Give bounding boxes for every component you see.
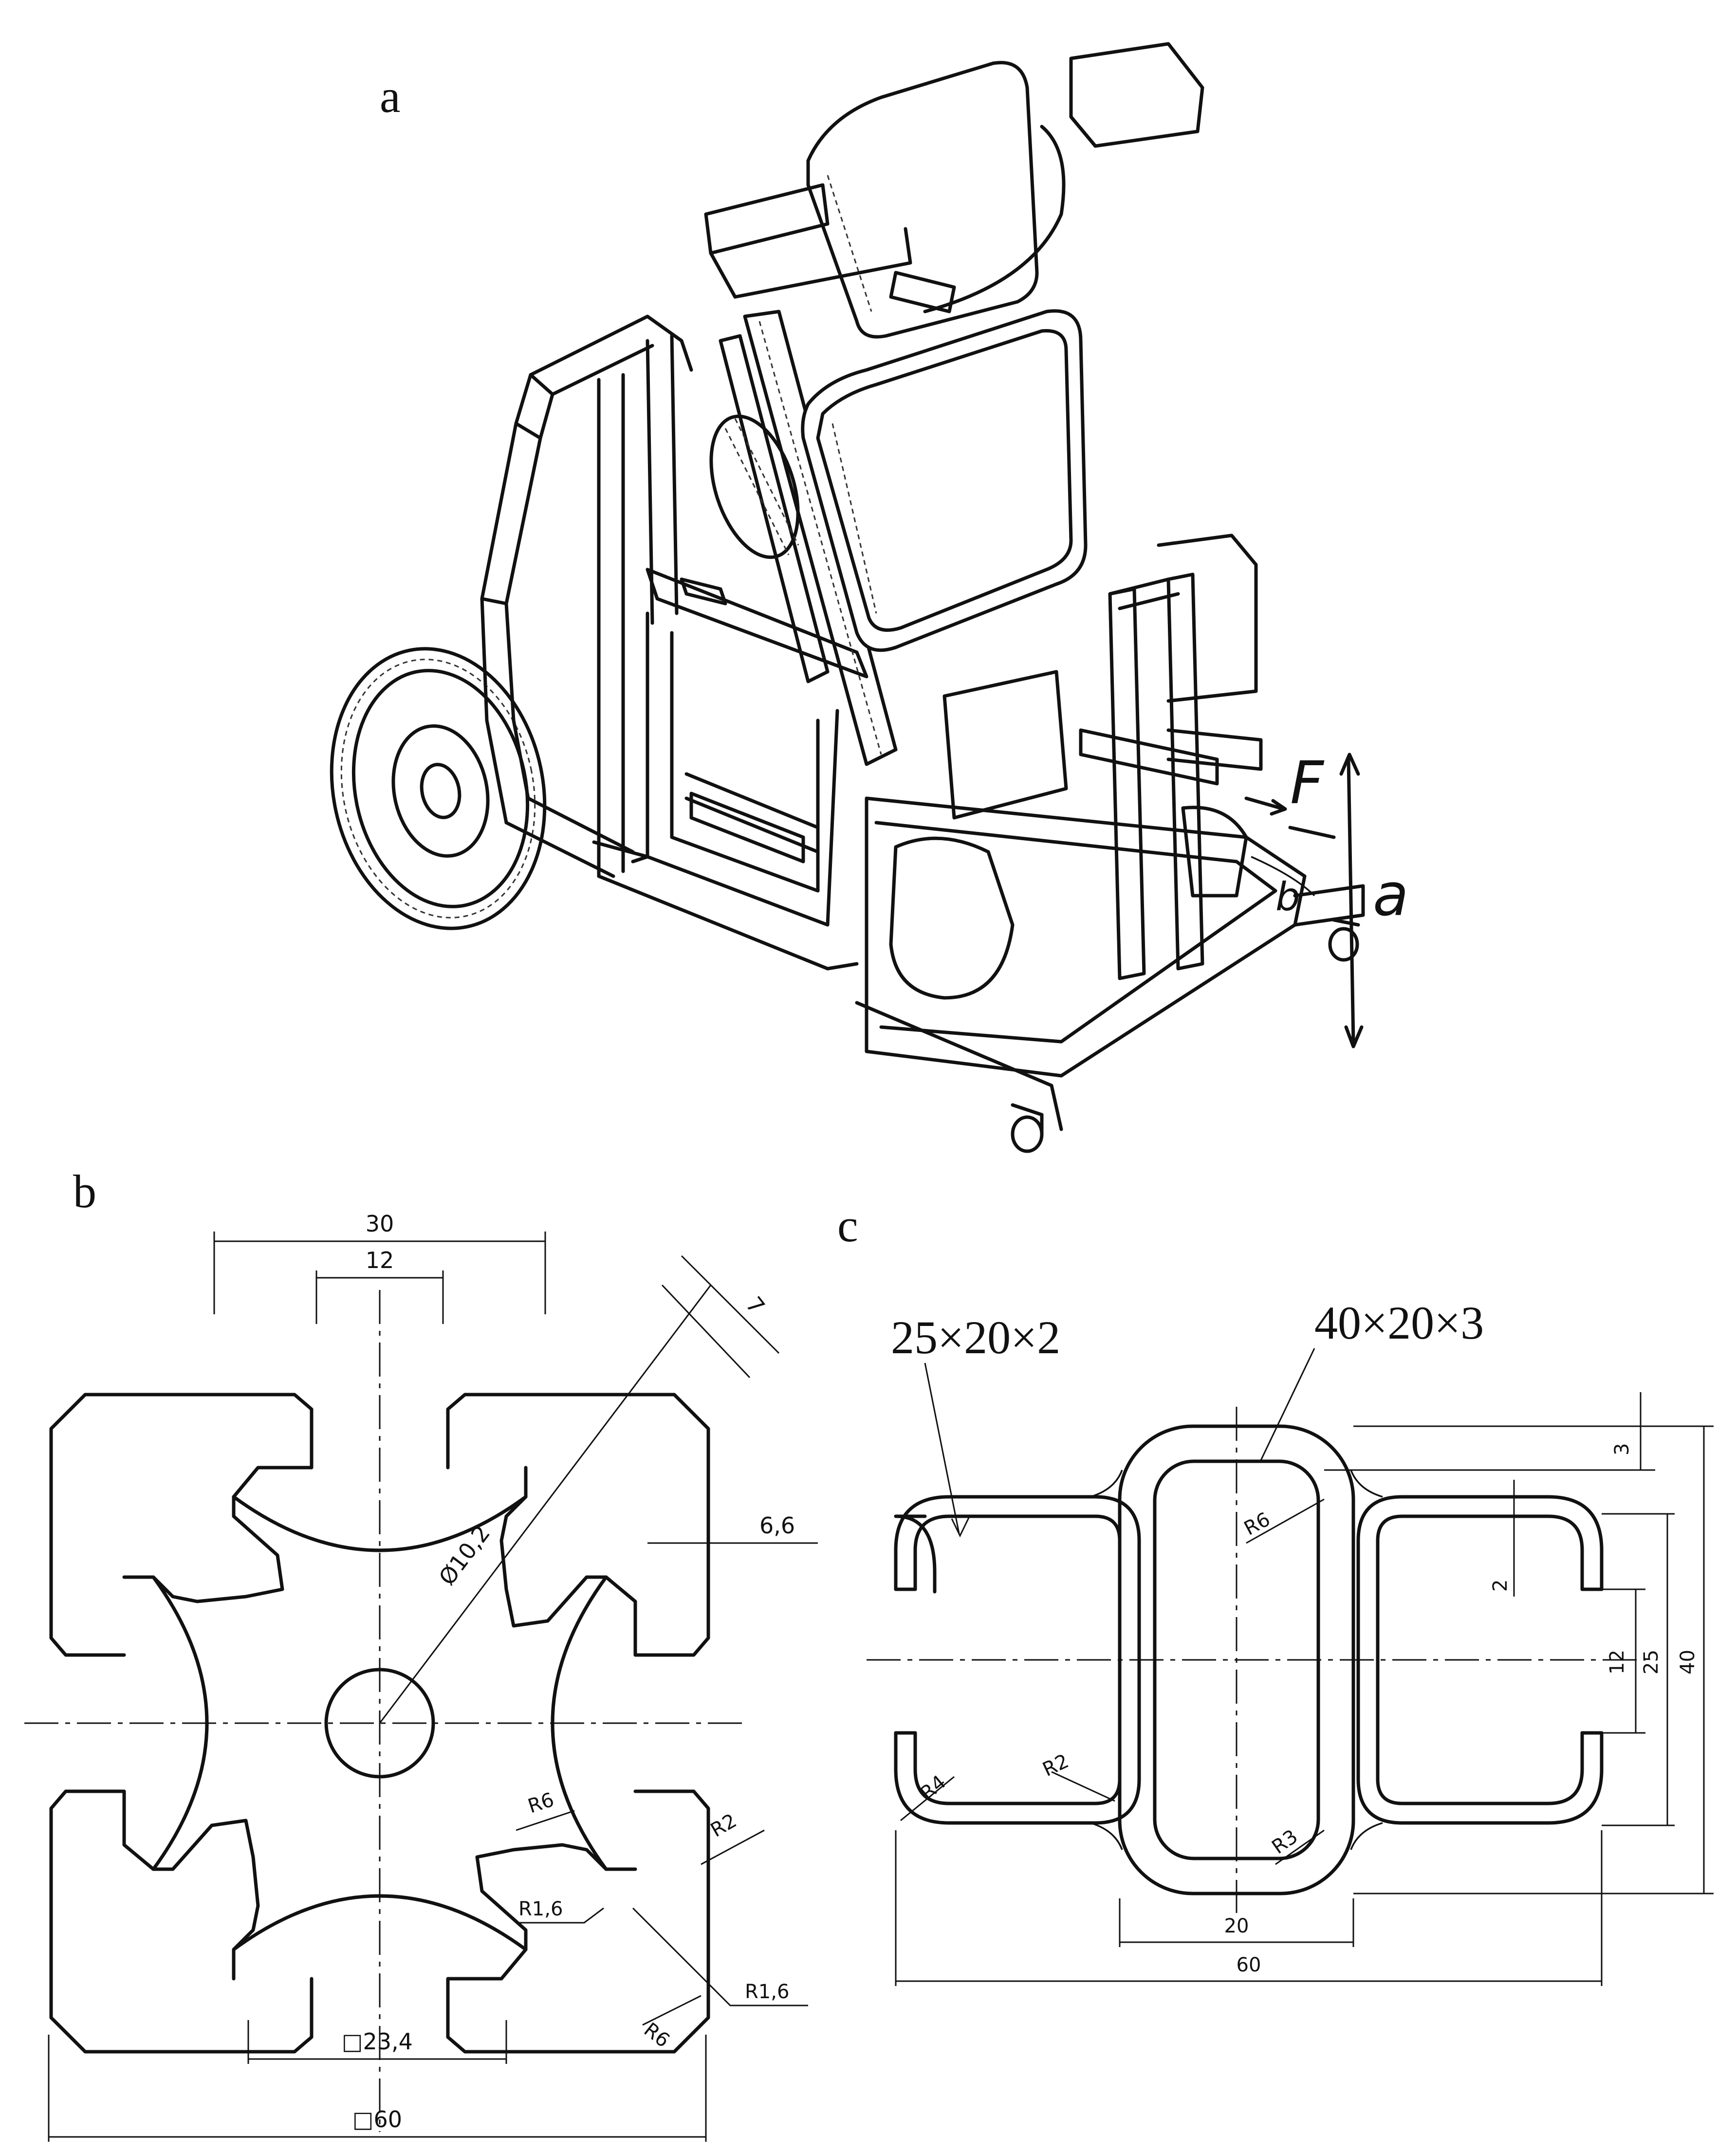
front-frame — [855, 533, 1365, 1131]
casters — [1011, 918, 1360, 1153]
seat — [801, 309, 1088, 652]
panel-b: b 7 Ø10,2 30 12 6,6 — [24, 1165, 818, 2142]
t3-label: 3 — [1611, 1443, 1633, 1455]
t2-label: 2 — [1489, 1580, 1512, 1592]
profile-slot-floor-0 — [232, 1495, 528, 1552]
c-r-tube-label: R6 — [1240, 1508, 1274, 1540]
right-channel-inner — [1376, 1514, 1584, 1805]
h12-label: 12 — [1606, 1650, 1628, 1674]
panel-a: a — [330, 42, 1409, 1153]
backrest — [704, 42, 1204, 339]
c-r2-label: R2 — [1039, 1750, 1072, 1781]
left-channel-ends — [894, 1587, 917, 1735]
r-corner-label: R2 — [707, 1809, 740, 1841]
c-radius-callouts: R6 R4 R2 R3 — [900, 1498, 1325, 1865]
rear-wheel — [330, 647, 547, 930]
diag-label: 7 — [740, 1292, 770, 1319]
channel-spec-arrow — [951, 1517, 970, 1538]
wheelchair-drawing: F a b — [330, 42, 1409, 1153]
bottom-dimensions: □23,4 □60 — [48, 2020, 707, 2142]
wall-label: 6,6 — [759, 1512, 795, 1539]
force-annotation: F a b — [1244, 750, 1409, 1048]
slot-dimensions: 30 12 — [213, 1211, 546, 1324]
channel-spec-label: 25×20×2 — [891, 1311, 1060, 1363]
force-label: F — [1290, 750, 1325, 817]
r-small-1-label: R1,6 — [518, 1898, 563, 1920]
overall-label: □60 — [352, 2106, 402, 2133]
slot-outer-label: 30 — [366, 1211, 394, 1237]
profile-arm-3 — [49, 1393, 314, 1657]
h25-label: 25 — [1640, 1650, 1662, 1674]
diagonal-dimension: 7 Ø10,2 — [379, 1255, 780, 1724]
panel-c-letter: c — [837, 1199, 858, 1251]
c-r4-label: R4 — [916, 1771, 950, 1804]
r-inner-label: R6 — [525, 1788, 557, 1818]
c-w60-label: 60 — [1237, 1954, 1261, 1976]
center-frame — [597, 334, 868, 971]
spine-column — [709, 310, 898, 766]
profile-arm-0 — [446, 1393, 710, 1657]
tube-spec-leader — [1260, 1348, 1315, 1461]
left-channel-stub — [894, 1514, 937, 1594]
push-frame — [480, 314, 693, 878]
profile-arm-1 — [446, 1789, 710, 2054]
weld-fillets — [1090, 1470, 1383, 1850]
profile-arm-2 — [49, 1789, 314, 2054]
panel-c: c 25×20×2 40×20×3 3 2 — [837, 1199, 1714, 1986]
c-vertical-dimensions: 3 2 12 25 40 — [1324, 1392, 1714, 1894]
h40-label: 40 — [1677, 1650, 1699, 1674]
panel-b-letter: b — [73, 1165, 96, 1217]
r-small-2-label: R1,6 — [745, 1981, 789, 2003]
tube-spec-label: 40×20×3 — [1314, 1297, 1484, 1349]
right-channel-ends — [1580, 1587, 1604, 1735]
panel-a-letter: a — [380, 70, 401, 122]
radius-callouts: R6 R2 R1,6 R1,6 R6 — [516, 1788, 808, 2052]
core-label: □23,4 — [342, 2028, 413, 2055]
channel-spec-leader — [924, 1362, 960, 1534]
distance-label: a — [1373, 862, 1409, 929]
c-w20-label: 20 — [1224, 1915, 1249, 1937]
wall-dimension: 6,6 — [647, 1512, 818, 1544]
slot-inner-label: 12 — [366, 1247, 394, 1273]
c-bottom-dimensions: 20 60 — [895, 1830, 1603, 1986]
